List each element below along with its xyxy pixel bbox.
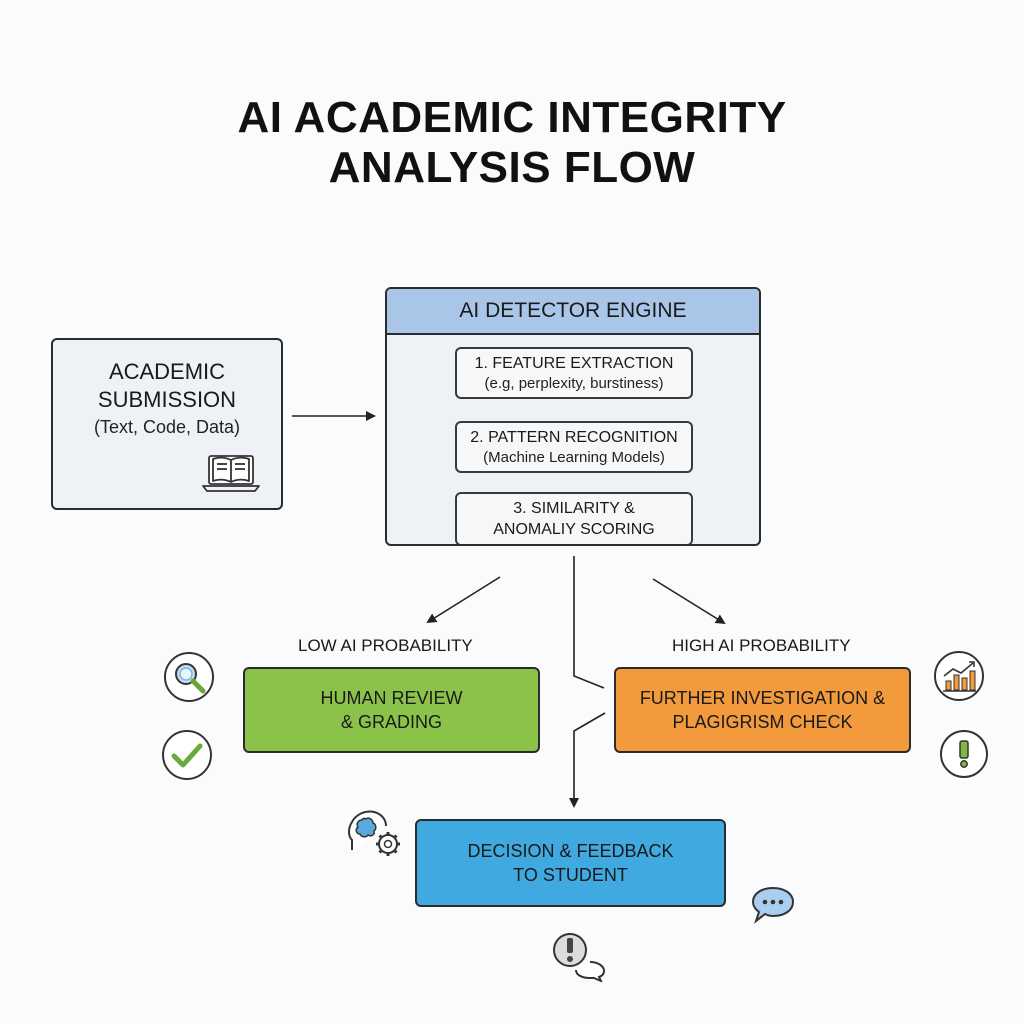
ai-detector-engine-panel: AI DETECTOR ENGINE 1. FEATURE EXTRACTION… — [385, 287, 761, 546]
submission-line2: SUBMISSION — [97, 387, 237, 412]
step3-subtitle: ANOMALIY SCORING — [493, 521, 655, 538]
step3-title: 3. SIMILARITY & — [513, 500, 635, 517]
step-similarity-scoring: 3. SIMILARITY & ANOMALIY SCORING — [455, 492, 693, 544]
alert-chat-icon — [550, 930, 608, 983]
bar-chart-icon — [934, 651, 984, 701]
further-investigation-line2: PLAGIGRISM CHECK — [672, 712, 853, 732]
arrow-further-to-decision — [569, 712, 606, 808]
brain-gear-icon — [346, 806, 404, 858]
decision-feedback-box: DECISION & FEEDBACK TO STUDENT — [415, 819, 726, 907]
high-ai-probability-label: HIGH AI PROBABILITY — [672, 636, 851, 655]
speech-bubble-icon — [749, 884, 797, 926]
step1-title: 1. FEATURE EXTRACTION — [474, 354, 674, 372]
engine-header: AI DETECTOR ENGINE — [387, 289, 759, 335]
decision-line2: TO STUDENT — [513, 865, 628, 885]
low-ai-probability-label: LOW AI PROBABILITY — [298, 636, 473, 655]
line-engine-to-further — [573, 556, 605, 689]
arrow-engine-to-low — [426, 576, 501, 624]
submission-line3: (Text, Code, Data) — [93, 417, 241, 437]
human-review-box: HUMAN REVIEW & GRADING — [243, 667, 540, 753]
academic-submission-box: ACADEMIC SUBMISSION (Text, Code, Data) — [51, 338, 283, 510]
step-feature-extraction: 1. FEATURE EXTRACTION (e.g, perplexity, … — [455, 347, 693, 399]
checkmark-icon — [162, 730, 212, 780]
submission-line1: ACADEMIC — [108, 359, 226, 384]
book-laptop-icon — [202, 455, 260, 492]
human-review-line1: HUMAN REVIEW — [320, 688, 463, 708]
decision-line1: DECISION & FEEDBACK — [467, 841, 674, 861]
step2-subtitle: (Machine Learning Models) — [483, 448, 665, 466]
further-investigation-box: FURTHER INVESTIGATION & PLAGIGRISM CHECK — [614, 667, 911, 753]
magnifier-icon — [164, 652, 214, 702]
step2-title: 2. PATTERN RECOGNITION — [470, 428, 678, 446]
human-review-line2: & GRADING — [340, 712, 442, 732]
diagram-title-line1: AI ACADEMIC INTEGRITY — [237, 93, 787, 142]
further-investigation-line1: FURTHER INVESTIGATION & — [639, 688, 886, 708]
step-pattern-recognition: 2. PATTERN RECOGNITION (Machine Learning… — [455, 421, 693, 473]
exclamation-icon — [940, 730, 988, 778]
arrow-engine-to-high — [652, 578, 726, 625]
step1-subtitle: (e.g, perplexity, burstiness) — [484, 374, 664, 392]
diagram-title-line2: ANALYSIS FLOW — [328, 143, 696, 192]
